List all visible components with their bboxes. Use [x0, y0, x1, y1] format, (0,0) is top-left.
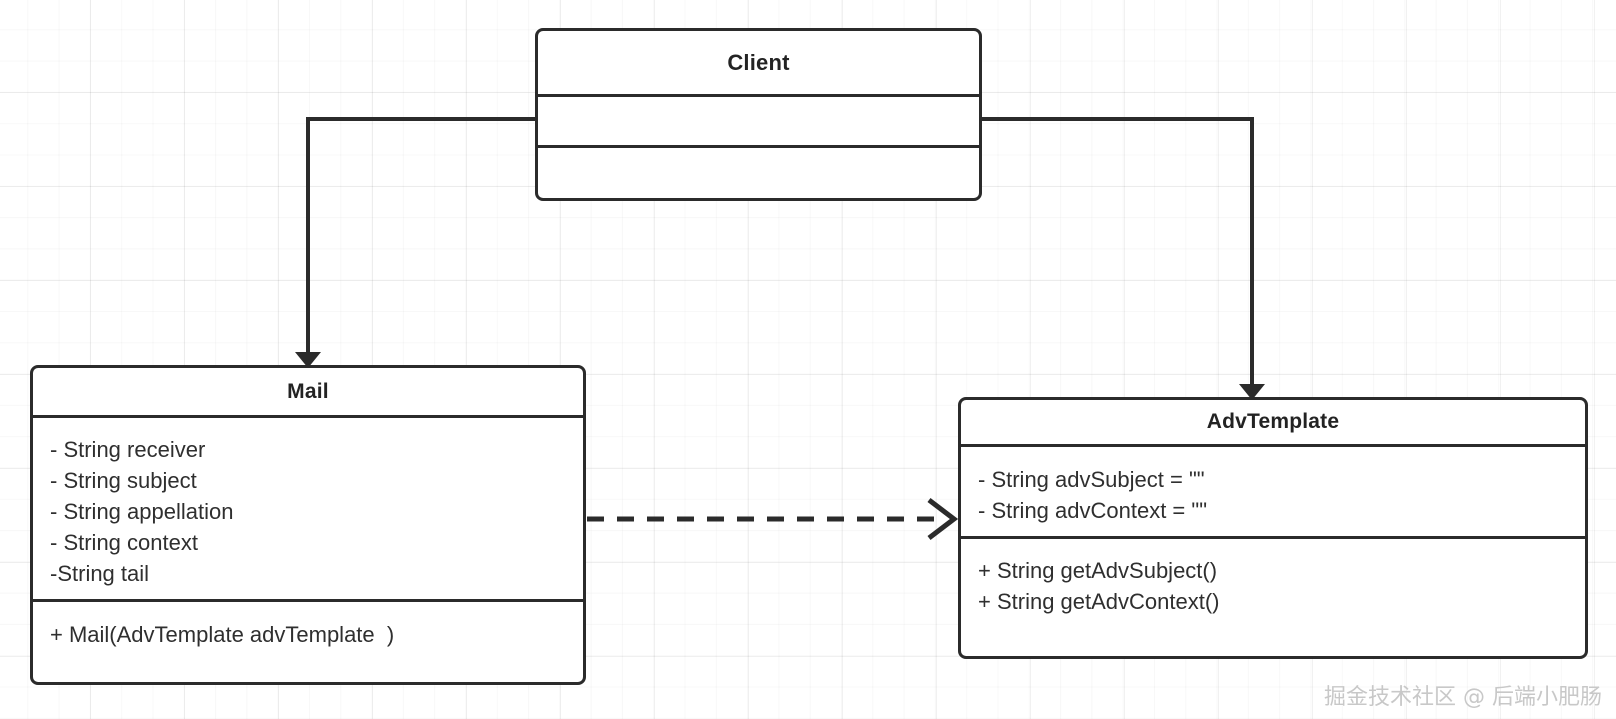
class-methods-advtemplate: + String getAdvSubject() + String getAdv…: [961, 536, 1585, 617]
uml-class-advtemplate[interactable]: AdvTemplate - String advSubject = "" - S…: [958, 397, 1588, 659]
attribute-row: - String appellation: [50, 499, 234, 524]
class-title-mail: Mail: [287, 380, 329, 403]
uml-class-client[interactable]: Client: [535, 28, 982, 201]
connector-client-to-mail: [295, 117, 535, 368]
uml-class-mail[interactable]: Mail - String receiver - String subject …: [30, 365, 586, 685]
connector-client-to-advtemplate: [981, 117, 1265, 400]
attribute-row: - String subject: [50, 468, 197, 493]
class-methods-mail: + Mail(AdvTemplate advTemplate ): [33, 599, 583, 650]
class-methods-client: [538, 145, 979, 198]
method-row: + String getAdvContext(): [978, 589, 1220, 614]
connector-mail-to-advtemplate: [587, 498, 959, 540]
attribute-row: -String tail: [50, 561, 150, 586]
class-attributes-client: [538, 94, 979, 145]
attribute-row: - String advContext = "": [978, 498, 1208, 523]
class-title-client: Client: [727, 50, 790, 75]
attribute-row: - String context: [50, 530, 198, 555]
method-row: + String getAdvSubject(): [978, 558, 1218, 583]
attribute-row: - String advSubject = "": [978, 467, 1205, 492]
attribute-row: - String receiver: [50, 437, 206, 462]
class-title-advtemplate: AdvTemplate: [1206, 410, 1340, 433]
watermark-text: 掘金技术社区 @ 后端小肥肠: [1324, 685, 1602, 710]
method-row: + Mail(AdvTemplate advTemplate ): [50, 622, 395, 647]
class-attributes-mail: - String receiver - String subject - Str…: [33, 415, 583, 599]
class-attributes-advtemplate: - String advSubject = "" - String advCon…: [961, 444, 1585, 536]
